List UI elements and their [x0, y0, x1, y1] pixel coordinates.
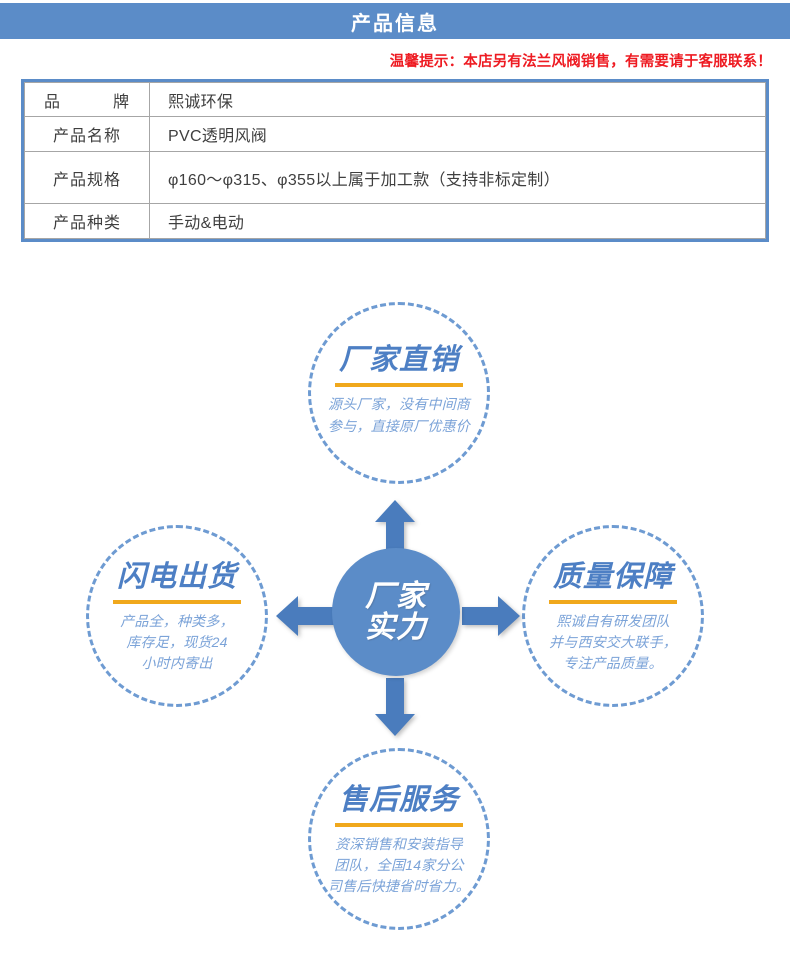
bubble-description: 资深销售和安装指导 团队，全国14家分公 司售后快捷省时省力。	[328, 835, 470, 894]
bubble-accent-rule	[113, 599, 241, 604]
table-row: 产品规格 φ160～φ315、φ355以上属于加工款（支持非标定制）	[24, 151, 766, 204]
product-info-header-band: 产品信息	[0, 3, 790, 39]
bubble-fast-shipping: 闪电出货 产品全，种类多， 库存足，现货24 小时内寄出	[86, 525, 268, 707]
diagram-center-hub: 厂家 实力	[332, 548, 460, 676]
table-row: 产品种类 手动&电动	[24, 203, 766, 239]
bubble-title: 质量保障	[552, 561, 673, 593]
spec-value-category: 手动&电动	[149, 203, 766, 239]
spec-label-category: 产品种类	[24, 203, 150, 239]
bubble-description: 熙诚自有研发团队 并与西安交大联手， 专注产品质量。	[549, 612, 677, 671]
page-title: 产品信息	[351, 12, 439, 35]
arrow-up-icon	[375, 500, 415, 558]
company-strength-diagram: 厂家直销 源头厂家，没有中间商 参与，直接原厂优惠价 闪电出货 产品全，种类多，…	[0, 270, 790, 960]
bubble-description: 源头厂家，没有中间商 参与，直接原厂优惠价	[328, 395, 470, 434]
bubble-accent-rule	[335, 822, 463, 827]
bubble-accent-rule	[335, 382, 463, 387]
bubble-factory-direct-sales: 厂家直销 源头厂家，没有中间商 参与，直接原厂优惠价	[308, 302, 490, 484]
arrow-down-icon	[375, 678, 415, 736]
bubble-quality-assurance: 质量保障 熙诚自有研发团队 并与西安交大联手， 专注产品质量。	[522, 525, 704, 707]
spec-value-brand: 熙诚环保	[149, 82, 766, 117]
spec-value-product-name: PVC透明风阀	[149, 116, 766, 152]
arrow-left-icon	[276, 596, 334, 636]
bubble-accent-rule	[549, 599, 677, 604]
spec-label-product-name: 产品名称	[24, 116, 150, 152]
hub-label: 厂家 实力	[365, 579, 427, 644]
bubble-description: 产品全，种类多， 库存足，现货24 小时内寄出	[120, 612, 234, 671]
bubble-after-sales-service: 售后服务 资深销售和安装指导 团队，全国14家分公 司售后快捷省时省力。	[308, 748, 490, 930]
spec-label-specification: 产品规格	[24, 151, 150, 204]
product-spec-table: 品牌 熙诚环保 产品名称 PVC透明风阀 产品规格 φ160～φ315、φ355…	[24, 82, 766, 239]
bubble-title: 售后服务	[338, 784, 459, 816]
table-row: 品牌 熙诚环保	[24, 82, 766, 117]
table-row: 产品名称 PVC透明风阀	[24, 116, 766, 152]
spec-label-brand: 品牌	[24, 82, 150, 117]
arrow-right-icon	[462, 596, 520, 636]
spec-value-specification: φ160～φ315、φ355以上属于加工款（支持非标定制）	[149, 151, 766, 204]
warm-tip-text: 温馨提示：本店另有法兰风阀销售，有需要请于客服联系！	[389, 54, 772, 70]
bubble-title: 厂家直销	[338, 344, 459, 376]
product-spec-table-container: 品牌 熙诚环保 产品名称 PVC透明风阀 产品规格 φ160～φ315、φ355…	[21, 79, 769, 242]
bubble-title: 闪电出货	[116, 561, 237, 593]
